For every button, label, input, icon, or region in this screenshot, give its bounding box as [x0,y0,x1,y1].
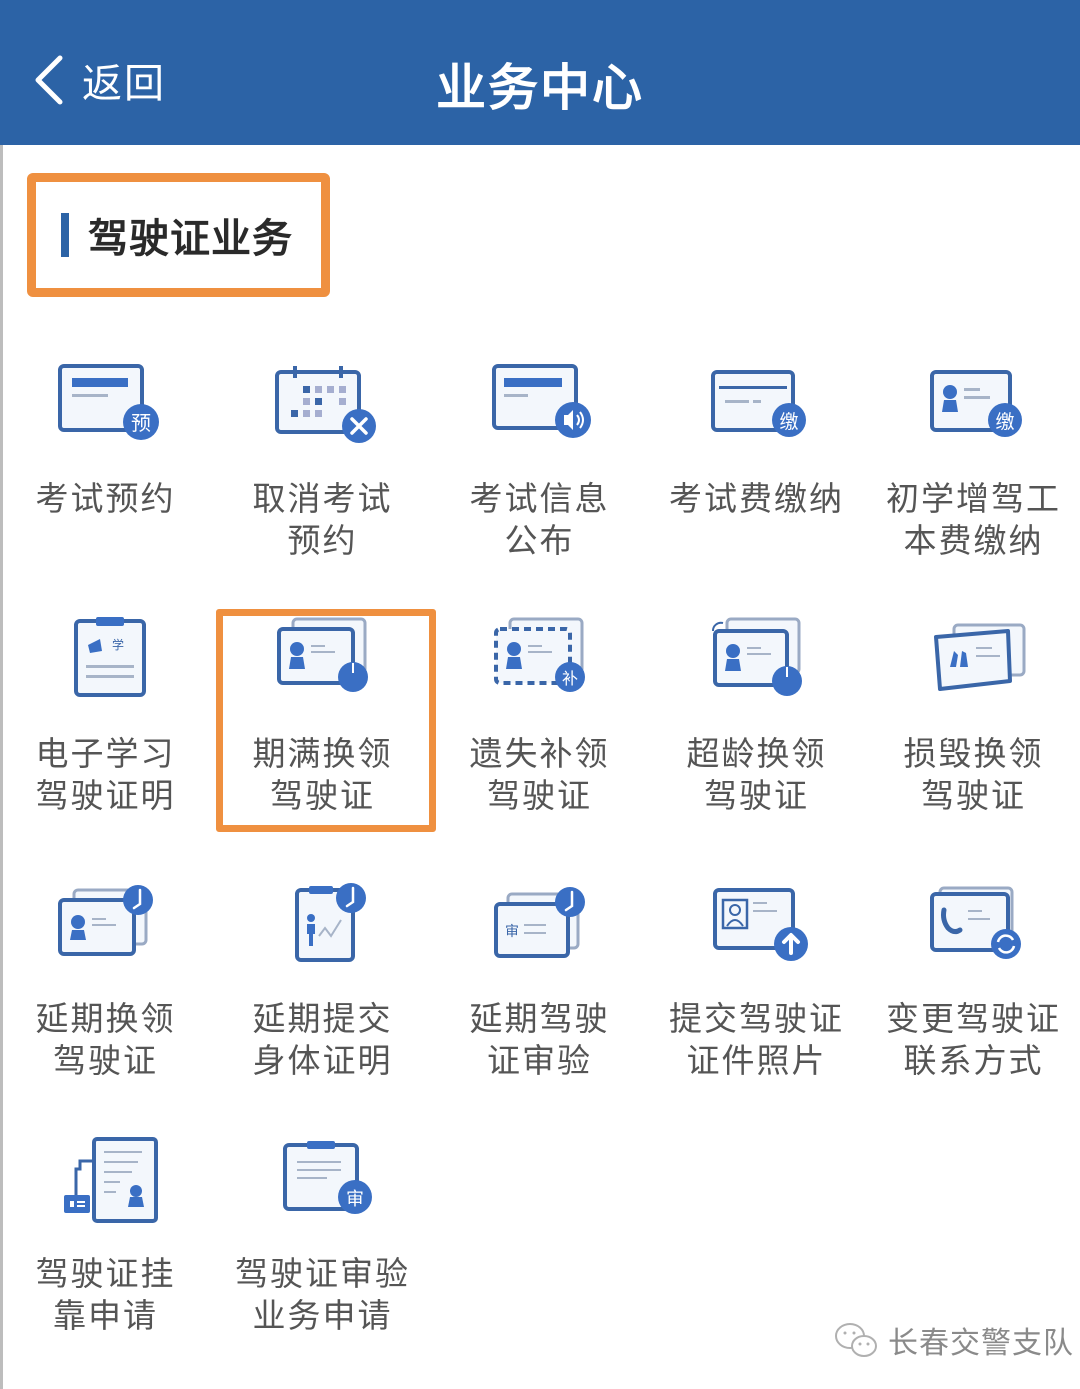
back-label: 返回 [82,61,166,107]
chevron-left-icon [35,55,63,105]
tile-e-learner-permit[interactable]: 学 电子学习 驾驶证明 [0,615,214,817]
tile-license-review-application[interactable]: 审 驾驶证审验 业务申请 [214,1135,431,1337]
section-accent-bar [61,213,69,257]
tile-deferred-renewal[interactable]: 延期换领 驾驶证 [0,880,214,1082]
tile-label: 遗失补领 驾驶证 [469,734,610,815]
learner-fee-payment-icon: 缴 [929,370,1022,437]
tile-submit-photo[interactable]: 提交驾驶证 证件照片 [648,880,865,1082]
tile-label: 延期驾驶 证审验 [469,999,610,1080]
exam-fee-payment-icon: 缴 [710,370,806,437]
tile-label: 期满换领 驾驶证 [252,734,393,815]
left-edge-border [0,145,3,1389]
tile-deferred-review[interactable]: 审 延期驾驶 证审验 [431,880,648,1082]
tile-deferred-health-cert[interactable]: 延期提交 身体证明 [214,880,431,1082]
top-nav-bar: 返回 业务中心 [0,0,1080,145]
back-button[interactable]: 返回 [30,50,166,110]
svg-text:预: 预 [131,411,151,435]
expiry-renewal-license-icon [276,617,368,692]
tile-label: 驾驶证审验 业务申请 [235,1254,410,1335]
exam-booking-icon: 预 [57,364,159,440]
change-contact-info-icon [929,886,1021,959]
damaged-replacement-license-icon [933,623,1025,691]
svg-text:学: 学 [111,637,123,652]
wechat-icon [835,1323,877,1357]
tile-lost-replacement[interactable]: 补 遗失补领 驾驶证 [431,615,648,817]
cancel-exam-calendar-icon [274,366,376,443]
watermark: 长春交警支队 [832,1318,1074,1362]
license-review-application-icon: 审 [282,1141,372,1214]
tile-expiry-renewal[interactable]: 期满换领 驾驶证 [214,615,431,817]
tile-cancel-exam[interactable]: 取消考试 预约 [214,360,431,562]
tile-label: 考试费缴纳 [669,479,844,518]
deferred-renewal-license-icon [57,885,153,956]
tile-label: 驾驶证挂 靠申请 [35,1254,176,1335]
deferred-health-certificate-icon [294,883,366,962]
tile-label: 延期提交 身体证明 [252,999,393,1080]
svg-text:审: 审 [505,924,519,940]
svg-text:缴: 缴 [779,411,798,433]
tile-license-affiliation[interactable]: 驾驶证挂 靠申请 [0,1135,214,1337]
tile-exam-info[interactable]: 考试信息 公布 [431,360,648,562]
svg-text:审: 审 [346,1189,364,1210]
section-header-highlight: 驾驶证业务 [27,173,330,297]
tile-label: 取消考试 预约 [252,479,393,560]
tile-label: 提交驾驶证 证件照片 [669,999,844,1080]
tile-label: 电子学习 驾驶证明 [35,734,176,815]
section-title: 驾驶证业务 [88,216,293,262]
tile-label: 考试信息 公布 [469,479,610,560]
tile-label: 超龄换领 驾驶证 [686,734,827,815]
license-affiliation-icon [63,1137,158,1223]
lost-replacement-license-icon: 补 [493,617,585,692]
tile-label: 损毁换领 驾驶证 [903,734,1044,815]
page-title: 业务中心 [436,59,644,117]
watermark-text: 长春交警支队 [888,1326,1074,1361]
tile-exam-fee[interactable]: 缴 考试费缴纳 [648,360,865,520]
svg-text:补: 补 [561,669,577,688]
tile-change-contact[interactable]: 变更驾驶证 联系方式 [865,880,1080,1082]
tile-label: 延期换领 驾驶证 [35,999,176,1080]
tile-label: 初学增驾工 本费缴纳 [886,479,1061,560]
svg-text:缴: 缴 [995,411,1014,433]
tile-label: 变更驾驶证 联系方式 [886,999,1061,1080]
overage-renewal-license-icon [711,617,802,696]
tile-label: 考试预约 [35,479,176,518]
tile-exam-booking[interactable]: 预 考试预约 [0,360,214,520]
tile-learner-fee[interactable]: 缴 初学增驾工 本费缴纳 [865,360,1080,562]
deferred-license-review-icon: 审 [493,887,585,958]
tile-overage-renewal[interactable]: 超龄换领 驾驶证 [648,615,865,817]
e-learner-permit-icon: 学 [73,617,146,697]
tile-damaged-replacement[interactable]: 损毁换领 驾驶证 [865,615,1080,817]
submit-license-photo-icon [712,888,808,961]
exam-info-announce-icon [491,364,591,438]
